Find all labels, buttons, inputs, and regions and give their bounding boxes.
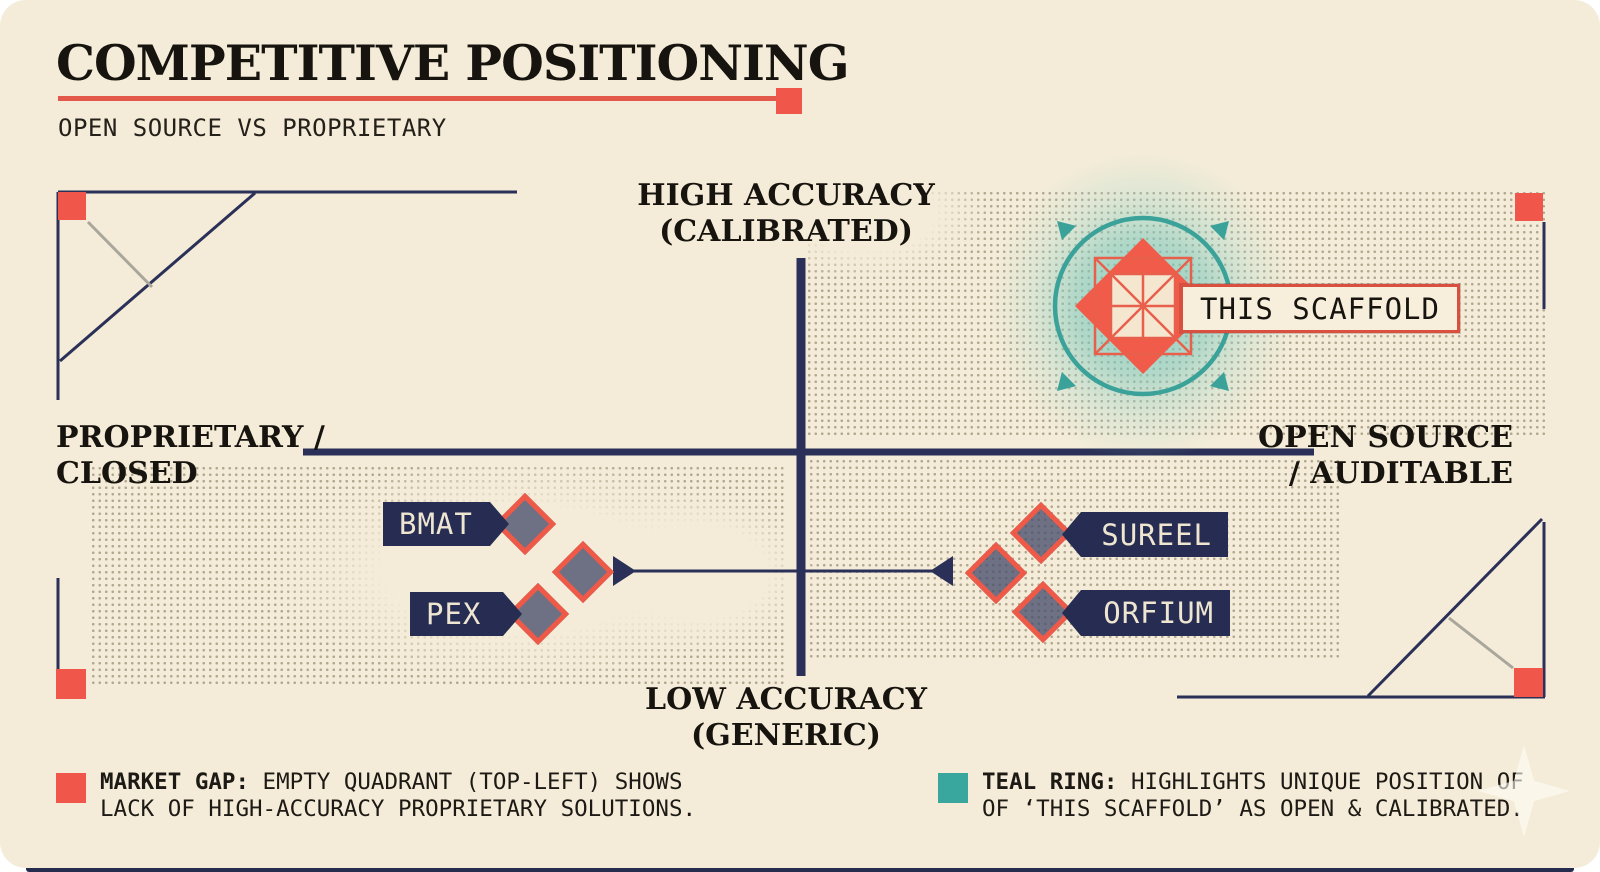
company-tag-orfium: ORFIUM [1062,590,1230,636]
expand-arrow-se-icon [1209,371,1230,392]
company-tag-bmat: BMAT [383,502,509,546]
legend-teal-ring: TEAL RING: HIGHLIGHTS UNIQUE POSITION OF… [982,769,1582,823]
corner-decoration-top-left [56,190,517,400]
connector-arrow-right-icon [613,556,636,586]
corner-square-bottom-right [1514,668,1543,697]
expand-arrow-nw-icon [1056,220,1077,241]
title-underline-endcap [776,88,802,114]
cluster-connector [613,556,953,586]
bottom-shadow-bar [26,864,1574,872]
axis-label-high-accuracy: HIGH ACCURACY (CALIBRATED) [586,178,986,250]
axis-left-line1: PROPRIETARY / [56,420,325,455]
company-tag-sureel: SUREEL [1062,512,1228,557]
scaffold-callout-label: THIS SCAFFOLD [1180,284,1460,333]
expand-arrows [1056,220,1230,392]
legend-market-gap-lead: MARKET GAP: [100,769,250,795]
legend-teal-ring-line2: OF ‘THIS SCAFFOLD’ AS OPEN & CALIBRATED. [982,796,1524,822]
axis-label-proprietary: PROPRIETARY / CLOSED [56,420,376,492]
legend-market-gap-rest: EMPTY QUADRANT (TOP-LEFT) SHOWS [249,769,683,795]
cream-glow-high-accuracy [740,150,990,280]
page-subtitle: OPEN SOURCE VS PROPRIETARY [58,114,447,142]
axis-label-low-accuracy: LOW ACCURACY (GENERIC) [586,682,986,754]
legend-teal-ring-rest: HIGHLIGHTS UNIQUE POSITION OF [1117,769,1524,795]
corner-decoration-bottom-left [56,578,86,699]
axis-top-line2: (CALIBRATED) [659,214,913,249]
expand-arrow-ne-icon [1209,220,1230,241]
legend-teal-ring-line1: TEAL RING: HIGHLIGHTS UNIQUE POSITION OF [982,769,1582,796]
expand-arrow-sw-icon [1056,371,1077,392]
page-title: COMPETITIVE POSITIONING [56,34,850,92]
corner-decoration-bottom-right [1177,517,1546,699]
scaffold-pinwheel [1109,272,1177,340]
scaffold-marker [988,151,1298,461]
legend-market-gap-line1: MARKET GAP: EMPTY QUADRANT (TOP-LEFT) SH… [100,769,720,796]
axis-label-open-source: OPEN SOURCE / AUDITABLE [1213,420,1513,492]
axis-bottom-line2: (GENERIC) [690,718,881,753]
title-underline [58,96,776,101]
legend-teal-ring-lead: TEAL RING: [982,769,1118,795]
legend-swatch-market-gap [56,773,86,803]
axis-bottom-line1: LOW ACCURACY [644,682,928,717]
corner-square-top-left [58,192,86,220]
legend-market-gap-line2: LACK OF HIGH-ACCURACY PROPRIETARY SOLUTI… [100,796,697,822]
legend-market-gap: MARKET GAP: EMPTY QUADRANT (TOP-LEFT) SH… [100,769,720,823]
company-tag-pex: PEX [410,592,522,636]
axis-left-line2: CLOSED [56,456,198,491]
axis-right-line1: OPEN SOURCE [1257,420,1513,455]
corner-decoration-top-right [1515,193,1546,309]
axis-top-line1: HIGH ACCURACY [637,178,935,213]
axis-right-line2: / AUDITABLE [1288,456,1513,491]
legend-swatch-teal-ring [938,773,968,803]
connector-arrow-left-icon [930,556,953,586]
